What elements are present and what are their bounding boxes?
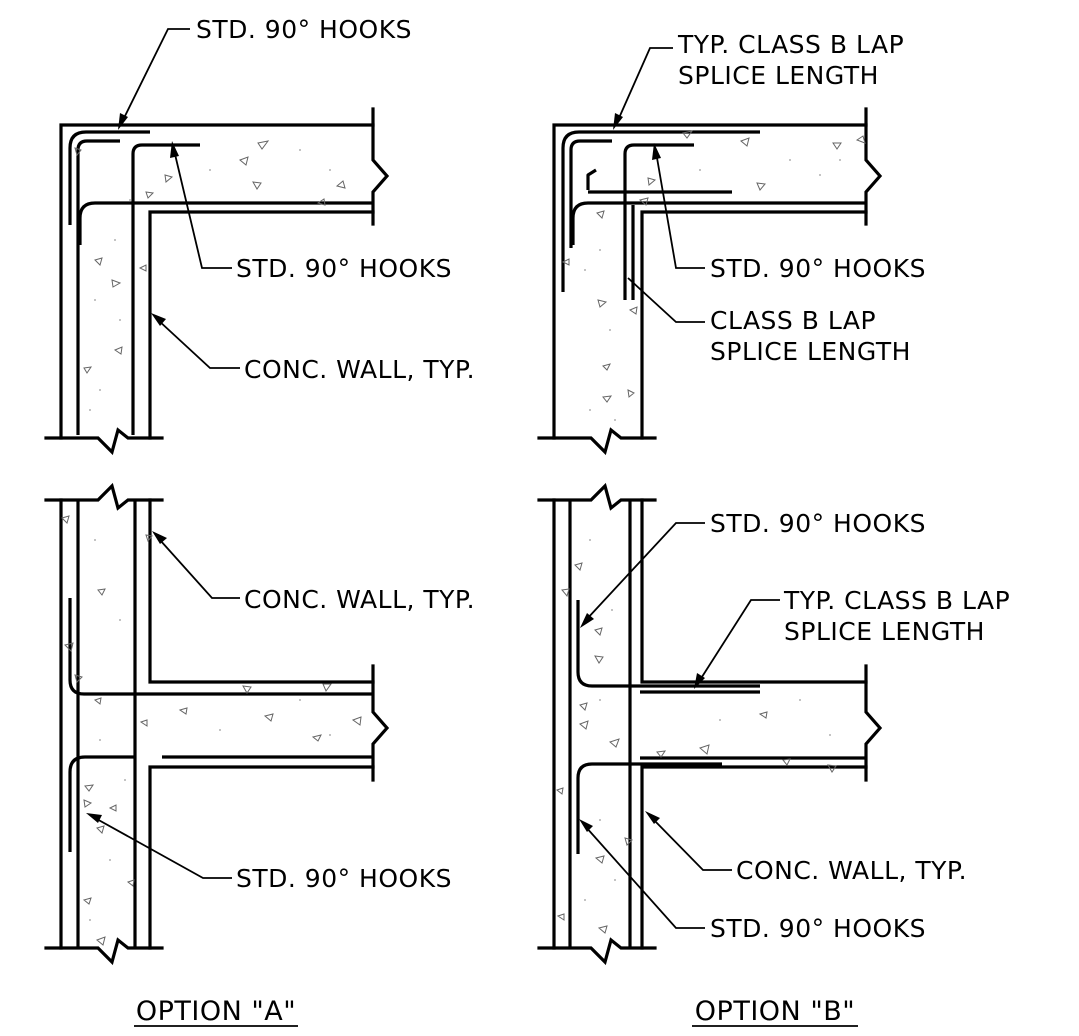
option-b-tee-rebar xyxy=(568,500,866,948)
option-b-caption: OPTION "B" xyxy=(692,996,858,1027)
label-std-hooks: STD. 90° HOOKS xyxy=(236,864,452,893)
option-b-tee-labels: STD. 90° HOOKS TYP. CLASS B LAP SPLICE L… xyxy=(710,509,1010,943)
option-a-tee-detail: CONC. WALL, TYP. STD. 90° HOOKS xyxy=(44,482,475,966)
option-b-corner-detail: TYP. CLASS B LAP SPLICE LENGTH STD. 90° … xyxy=(537,30,926,456)
option-b-tee-wall-outline xyxy=(537,482,883,966)
option-b-corner-rebar xyxy=(561,130,866,300)
option-a-corner-rebar xyxy=(68,130,373,435)
option-a-tee-leaders xyxy=(86,531,240,879)
option-b-tee-leaders xyxy=(579,522,780,929)
option-a-title: OPTION "A" xyxy=(136,996,296,1027)
label-std-hooks: STD. 90° HOOKS xyxy=(196,15,412,44)
option-a-corner-leaders xyxy=(118,28,240,369)
label-lap-splice-line1: TYP. CLASS B LAP xyxy=(677,30,904,59)
option-a-corner-aggregate xyxy=(74,140,346,411)
label-std-hooks: STD. 90° HOOKS xyxy=(710,509,926,538)
option-b-title: OPTION "B" xyxy=(695,996,855,1027)
option-b-corner-labels: TYP. CLASS B LAP SPLICE LENGTH STD. 90° … xyxy=(677,30,926,366)
option-a-tee-rebar xyxy=(68,500,373,948)
label-lap-splice-line2: SPLICE LENGTH xyxy=(678,61,879,90)
label-std-hooks: STD. 90° HOOKS xyxy=(710,254,926,283)
option-a-tee-aggregate xyxy=(61,515,362,946)
label-conc-wall: CONC. WALL, TYP. xyxy=(244,355,475,384)
label-std-hooks: STD. 90° HOOKS xyxy=(236,254,452,283)
label-std-hooks: STD. 90° HOOKS xyxy=(710,914,926,943)
label-conc-wall: CONC. WALL, TYP. xyxy=(244,585,475,614)
label-lap-splice-line2: SPLICE LENGTH xyxy=(710,337,911,366)
option-a-caption: OPTION "A" xyxy=(134,996,298,1027)
option-b-tee-detail: STD. 90° HOOKS TYP. CLASS B LAP SPLICE L… xyxy=(537,482,1010,966)
option-b-corner-aggregate xyxy=(561,130,866,421)
option-a-tee-labels: CONC. WALL, TYP. STD. 90° HOOKS xyxy=(236,585,475,893)
label-lap-splice-line2: SPLICE LENGTH xyxy=(784,617,985,646)
option-a-corner-labels: STD. 90° HOOKS STD. 90° HOOKS CONC. WALL… xyxy=(196,15,475,384)
label-lap-splice-line1: CLASS B LAP xyxy=(710,306,876,335)
option-b-tee-aggregate xyxy=(555,539,837,934)
option-a-corner-detail: STD. 90° HOOKS STD. 90° HOOKS CONC. WALL… xyxy=(44,15,475,456)
label-lap-splice-line1: TYP. CLASS B LAP xyxy=(783,586,1010,615)
option-b-corner-leaders xyxy=(613,47,705,323)
label-conc-wall: CONC. WALL, TYP. xyxy=(736,856,967,885)
